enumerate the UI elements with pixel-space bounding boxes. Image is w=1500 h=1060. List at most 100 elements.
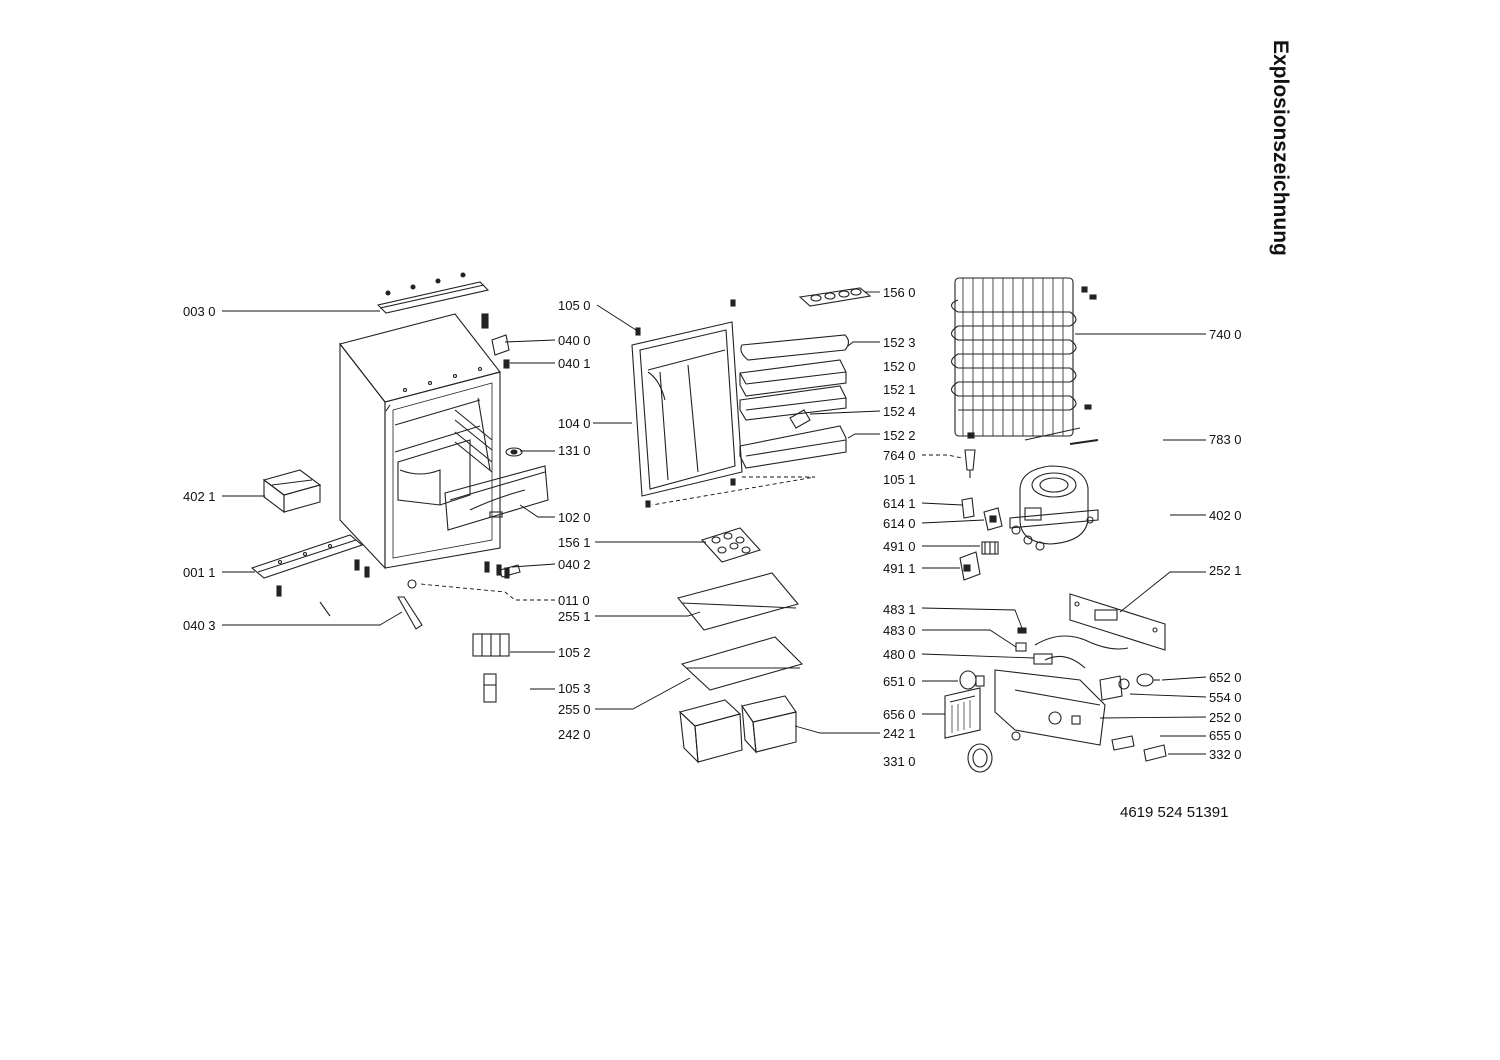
part-label: 252 1 <box>1209 563 1242 578</box>
part-label: 331 0 <box>883 754 916 769</box>
part-label: 491 0 <box>883 539 916 554</box>
part-label: 105 3 <box>558 681 591 696</box>
connector-small <box>1015 627 1027 652</box>
lamp-bulb <box>959 670 985 690</box>
part-label: 402 0 <box>1209 508 1242 523</box>
part-labels: 003 0 040 0 040 1 131 0 402 1 102 0 001 … <box>183 285 1242 769</box>
control-housing <box>994 669 1106 746</box>
part-label: 040 2 <box>558 557 591 572</box>
drain-pipe <box>1069 439 1099 445</box>
part-label: 152 1 <box>883 382 916 397</box>
part-label: 003 0 <box>183 304 216 319</box>
part-label: 001 1 <box>183 565 216 580</box>
overload-protector <box>981 541 999 555</box>
sensor-knob <box>505 447 523 457</box>
part-label: 131 0 <box>558 443 591 458</box>
part-label: 764 0 <box>883 448 916 463</box>
thermostat-unit <box>1099 675 1130 701</box>
part-label: 614 1 <box>883 496 916 511</box>
door-shelf-cover <box>740 334 850 361</box>
condenser-screws <box>967 286 1097 439</box>
part-label: 480 0 <box>883 647 916 662</box>
top-screws <box>385 272 466 296</box>
part-label: 152 2 <box>883 428 916 443</box>
part-label: 614 0 <box>883 516 916 531</box>
part-label: 652 0 <box>1209 670 1242 685</box>
part-label: 105 2 <box>558 645 591 660</box>
door-shelf-1 <box>739 359 847 397</box>
bottle-stopper <box>789 409 811 429</box>
base-screws <box>276 559 510 597</box>
back-panel <box>1069 593 1166 651</box>
compressor-feet <box>1011 516 1094 551</box>
part-label: 483 0 <box>883 623 916 638</box>
part-label: 242 1 <box>883 726 916 741</box>
door-hardware <box>635 299 736 508</box>
base-rail <box>250 534 364 579</box>
glass-shelf-upper <box>677 572 799 631</box>
part-label: 783 0 <box>1209 432 1242 447</box>
document-number: 4619 524 51391 <box>1120 804 1229 821</box>
small-pin <box>319 601 331 617</box>
relay-cover <box>959 551 981 581</box>
refrigerator-door <box>631 321 743 497</box>
latch-clip <box>483 673 497 703</box>
switch-small <box>1111 735 1135 751</box>
part-label: 156 0 <box>883 285 916 300</box>
door-shelf-2 <box>739 385 847 421</box>
part-label: 740 0 <box>1209 327 1242 342</box>
rocker-switch <box>1143 744 1167 762</box>
part-label: 040 3 <box>183 618 216 633</box>
part-label: 105 0 <box>558 298 591 313</box>
part-label: 332 0 <box>1209 747 1242 762</box>
part-label: 152 0 <box>883 359 916 374</box>
egg-tray <box>701 527 761 563</box>
cabinet-body <box>339 313 501 570</box>
filter-drier <box>964 449 976 478</box>
glass-shelf-lower <box>680 636 804 691</box>
part-label: 402 1 <box>183 489 216 504</box>
thermostat-plug <box>1033 653 1053 665</box>
part-label: 656 0 <box>883 707 916 722</box>
compressor <box>1009 465 1099 545</box>
part-label: 242 0 <box>558 727 591 742</box>
page-title: Explosionszeichnung <box>1269 40 1292 256</box>
part-label: 483 1 <box>883 602 916 617</box>
part-label: 104 0 <box>558 416 591 431</box>
cabinet-shelf-rails <box>454 409 493 473</box>
lamp-small <box>1136 673 1160 687</box>
part-label: 554 0 <box>1209 690 1242 705</box>
part-label: 011 0 <box>558 593 590 608</box>
cable-harness <box>1034 635 1129 669</box>
relay-assembly <box>983 507 1003 531</box>
part-label: 651 0 <box>883 674 916 689</box>
top-cover-strip <box>376 281 490 314</box>
door-shelf-bottle <box>739 425 847 469</box>
part-label: 255 0 <box>558 702 591 717</box>
part-label: 102 0 <box>558 510 591 525</box>
part-label: 105 1 <box>883 472 916 487</box>
condenser-coil <box>950 277 1081 441</box>
light-cover <box>944 687 981 739</box>
crisper-box-right <box>741 695 797 754</box>
part-label: 156 1 <box>558 535 591 550</box>
foot-bracket <box>397 579 423 630</box>
clip-strip <box>472 633 510 657</box>
basket-tray <box>262 469 322 514</box>
hinge-top <box>481 313 510 369</box>
leader-lines <box>222 291 1207 755</box>
relay-clip <box>961 497 975 519</box>
drawer-front-panel <box>444 465 549 531</box>
part-label: 152 4 <box>883 404 916 419</box>
egg-rack <box>798 287 872 307</box>
thermostat-knob <box>967 743 993 773</box>
part-label: 040 1 <box>558 356 591 371</box>
part-label: 152 3 <box>883 335 916 350</box>
part-label: 491 1 <box>883 561 916 576</box>
part-label: 040 0 <box>558 333 591 348</box>
part-label: 655 0 <box>1209 728 1242 743</box>
part-label: 252 0 <box>1209 710 1242 725</box>
crisper-box-left <box>678 699 743 764</box>
part-label: 255 1 <box>558 609 591 624</box>
